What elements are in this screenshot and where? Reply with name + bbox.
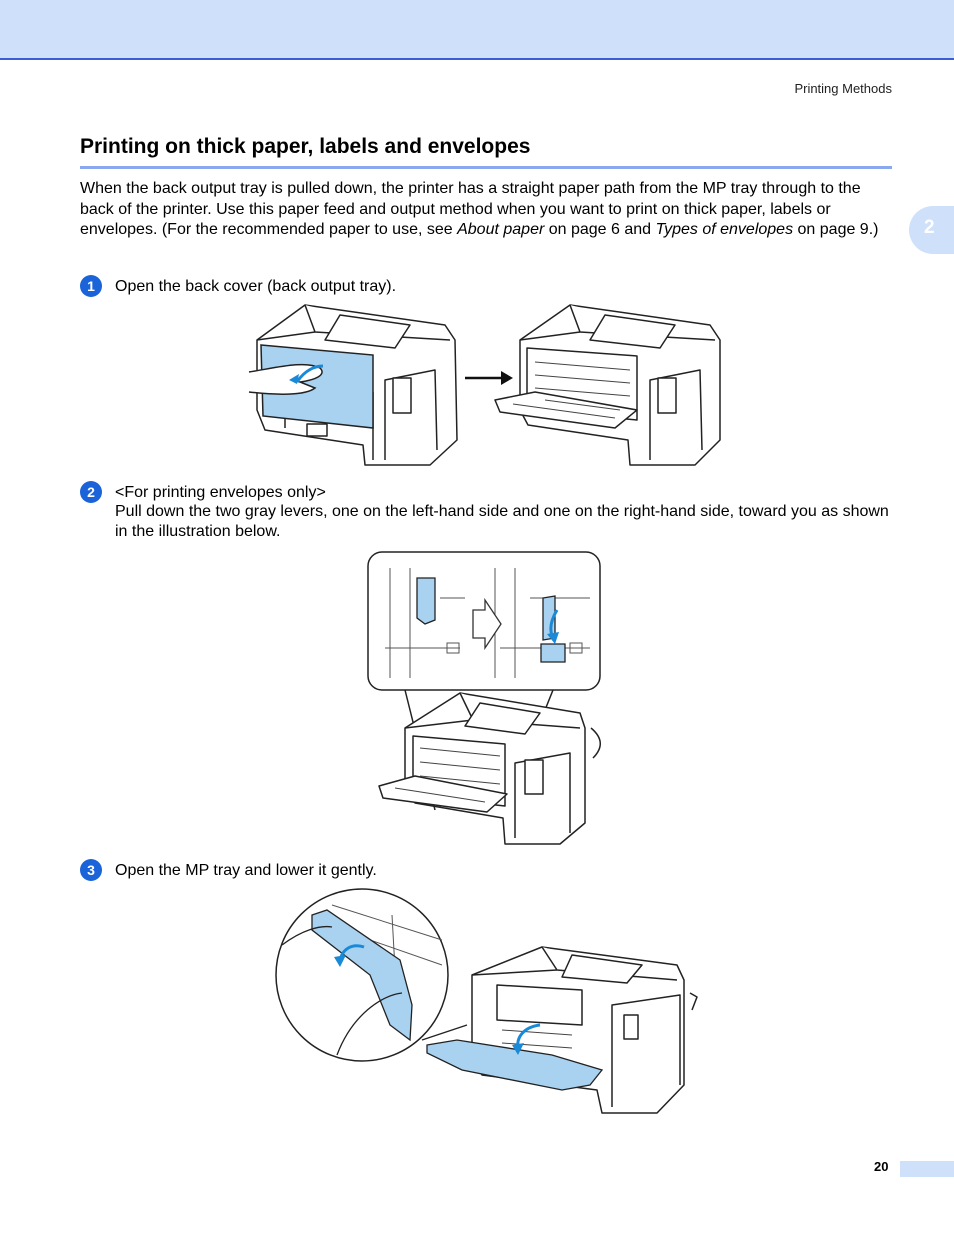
chapter-number: 2: [924, 217, 935, 238]
xref-about-paper: About paper: [457, 221, 545, 238]
step-1-number: 1: [80, 275, 102, 297]
step-3-number: 3: [80, 859, 102, 881]
xref-types-of-envelopes: Types of envelopes: [655, 221, 794, 238]
intro-text-2: on page 6 and: [544, 221, 656, 238]
running-head: Printing Methods: [794, 81, 892, 96]
step-3-text: Open the MP tray and lower it gently.: [115, 862, 377, 879]
title-rule: [80, 166, 892, 169]
page-number: 20: [874, 1159, 889, 1174]
section-title: Printing on thick paper, labels and enve…: [80, 135, 531, 158]
intro-paragraph: When the back output tray is pulled down…: [80, 179, 892, 241]
step-2-number: 2: [80, 481, 102, 503]
footer-bar: [900, 1161, 954, 1177]
figure-pull-down-levers: [367, 551, 601, 845]
chapter-tab: 2: [909, 206, 954, 254]
step-2-heading: <For printing envelopes only>: [115, 484, 326, 501]
figure-open-back-cover: [248, 304, 721, 466]
step-1-text: Open the back cover (back output tray).: [115, 278, 397, 295]
top-header-band: [0, 0, 954, 60]
figure-open-mp-tray: [275, 888, 698, 1114]
intro-text-1: When the back output tray is pulled down…: [80, 180, 861, 238]
step-2-text: Pull down the two gray levers, one on th…: [115, 503, 889, 540]
intro-text-3: on page 9.): [793, 221, 879, 238]
